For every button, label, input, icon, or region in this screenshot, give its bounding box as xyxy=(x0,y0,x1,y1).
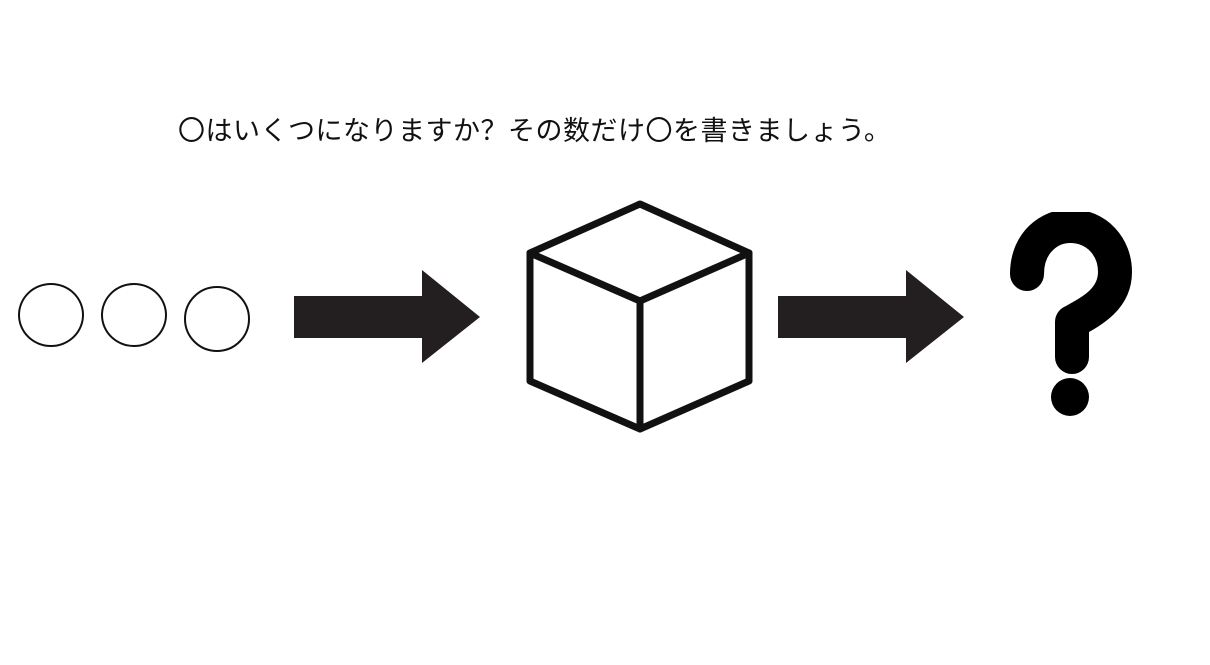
right-arrow-icon xyxy=(294,270,480,363)
right-arrow-icon xyxy=(778,270,964,363)
cube-box-icon xyxy=(526,200,753,433)
question-mark-icon xyxy=(1010,212,1132,416)
input-circle xyxy=(18,283,84,347)
instruction-text: 〇はいくつになりますか？その数だけ〇を書きましょう。 xyxy=(178,116,892,147)
input-circle xyxy=(101,283,167,347)
input-circle xyxy=(184,286,250,352)
